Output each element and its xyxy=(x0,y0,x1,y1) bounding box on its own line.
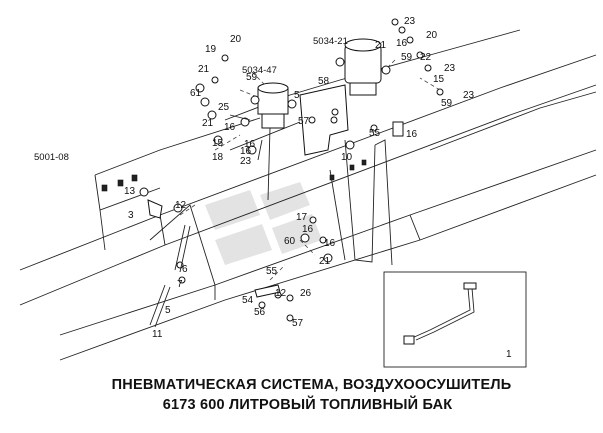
title-line-1: ПНЕВМАТИЧЕСКАЯ СИСТЕМА, ВОЗДУХООСУШИТЕЛЬ xyxy=(111,377,512,393)
mounting-bracket xyxy=(299,84,349,156)
callout-label: 58 xyxy=(318,76,330,87)
callout-label: 10 xyxy=(341,152,353,163)
inset-label: 1 xyxy=(506,349,512,360)
ref-5034-47: 5034-47 xyxy=(242,65,277,76)
callout-label: 61 xyxy=(190,88,202,99)
watermark-logo xyxy=(205,182,322,265)
callout-numbers: 20 19 21 59 61 25 16 21 15 16 18 23 16 5… xyxy=(124,16,475,340)
callout-label: 23 xyxy=(404,16,416,27)
callout-label: 15 xyxy=(433,74,445,85)
callout-label: 16 xyxy=(324,238,336,249)
callout-label: 16 xyxy=(240,146,252,157)
callout-label: 12 xyxy=(275,288,287,299)
callout-label: 16 xyxy=(302,224,314,235)
callout-label: 17 xyxy=(296,212,308,223)
chassis-frame xyxy=(19,29,597,361)
fittings xyxy=(139,18,444,322)
callout-label: 21 xyxy=(198,64,210,75)
callout-label: 3 xyxy=(128,210,134,221)
callout-label: 57 xyxy=(292,318,304,329)
callout-label: 56 xyxy=(254,307,266,318)
callout-label: 20 xyxy=(230,34,242,45)
title-line-2: 6173 600 ЛИТРОВЫЙ ТОПЛИВНЫЙ БАК xyxy=(162,397,453,413)
callout-label: 21 xyxy=(375,40,387,51)
callout-label: 5 xyxy=(294,90,300,101)
callout-label: 20 xyxy=(426,30,438,41)
callout-label: 12 xyxy=(175,200,187,211)
callout-label: 16 xyxy=(244,139,256,150)
callout-label: 25 xyxy=(218,102,230,113)
callout-label: 18 xyxy=(212,152,224,163)
callout-label: 16 xyxy=(406,129,418,140)
ref-5001-08: 5001-08 xyxy=(34,152,69,163)
callout-label: 15 xyxy=(212,138,224,149)
callout-label: 16 xyxy=(224,122,236,133)
callout-label: 55 xyxy=(266,266,278,277)
callout-label: 5 xyxy=(165,305,171,316)
air-dryer-cartridge xyxy=(335,38,391,96)
callout-label: 21 xyxy=(202,118,214,129)
callout-label: 6 xyxy=(182,264,188,275)
callout-label: 57 xyxy=(298,116,310,127)
callout-label: 23 xyxy=(444,63,456,74)
callout-label: 60 xyxy=(284,236,296,247)
callout-label: 21 xyxy=(319,256,331,267)
callout-label: 23 xyxy=(463,90,475,101)
callout-label: 55 xyxy=(369,128,381,139)
callout-label: 59 xyxy=(441,98,453,109)
air-lines xyxy=(149,114,263,328)
frame-holes xyxy=(101,159,367,192)
ref-5034-21: 5034-21 xyxy=(313,36,348,47)
hanging-bracket xyxy=(329,139,393,266)
inset-detail-box xyxy=(383,271,527,368)
callout-label: 7 xyxy=(177,279,183,290)
callout-label: 26 xyxy=(300,288,312,299)
callout-label: 11 xyxy=(152,329,163,340)
callout-label: 22 xyxy=(420,52,432,63)
callout-label: 23 xyxy=(240,156,252,167)
callout-label: 59 xyxy=(401,52,413,63)
callout-label: 13 xyxy=(124,186,136,197)
air-dryer-valve-left xyxy=(250,82,297,201)
callout-label: 16 xyxy=(396,38,408,49)
callout-label: 59 xyxy=(246,72,258,83)
callout-label: 54 xyxy=(242,295,254,306)
callout-label: 19 xyxy=(205,44,217,55)
